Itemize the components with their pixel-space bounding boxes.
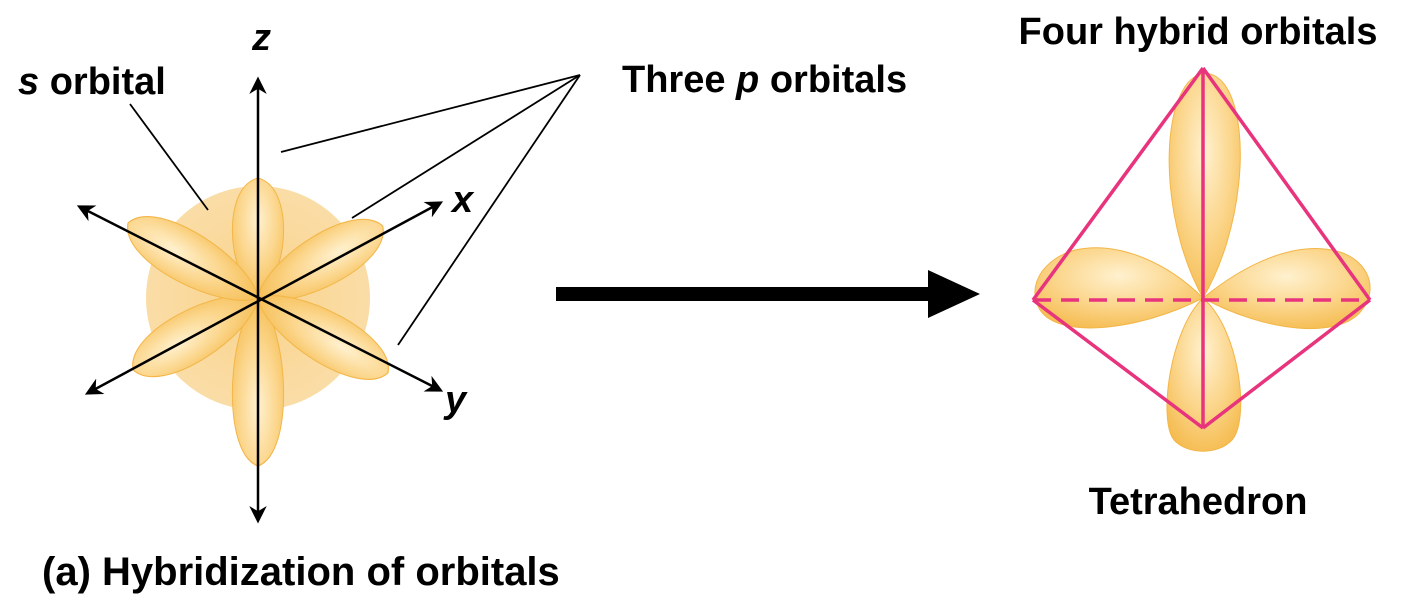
p-leader-2 [351, 74, 581, 219]
p-leader-3 [397, 74, 581, 346]
tetrahedron-label: Tetrahedron [1089, 481, 1308, 523]
tetra-edge-top-left [1031, 66, 1205, 302]
p-orbitals-label-italic: p [735, 59, 759, 101]
s-orbital-leader [129, 103, 209, 211]
tetrahedron [1031, 66, 1372, 430]
s-orbital-label-italic: s [18, 61, 39, 103]
axes [76, 76, 444, 524]
p-orbitals-label: Three p orbitals [622, 59, 907, 101]
tetra-edge-right-bottom [1201, 298, 1372, 430]
tetra-edge-top-right [1201, 66, 1372, 302]
p-leader-1 [280, 74, 581, 153]
hybrid-title: Four hybrid orbitals [1019, 11, 1378, 53]
s-orbital-label: s orbital [18, 61, 166, 103]
figure-caption: (a) Hybridization of orbitals [42, 550, 560, 594]
hybrid-lobe-right [1202, 248, 1371, 330]
y-axis [76, 205, 444, 392]
axis-y-label: y [443, 379, 468, 421]
reaction-arrow [556, 270, 980, 318]
s-orbital-label-rest: orbital [39, 61, 166, 103]
axis-x-label: x [450, 179, 475, 221]
p-orbitals-label-pre: Three [622, 59, 736, 101]
axis-z-label: z [251, 17, 271, 59]
p-orbitals-label-post: orbitals [759, 59, 907, 101]
hybrid-lobe-left [1034, 247, 1204, 329]
tetra-edge-left-bottom [1031, 298, 1205, 430]
leader-lines [129, 74, 581, 346]
